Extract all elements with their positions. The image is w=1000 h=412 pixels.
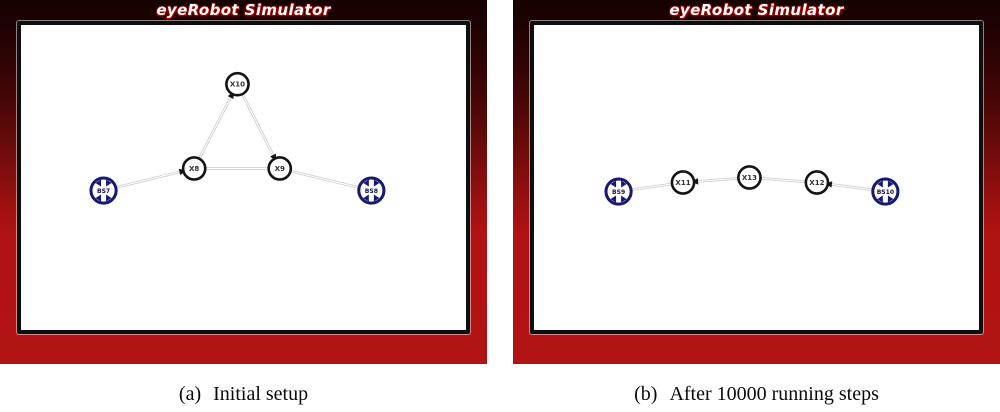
graph-edge-core bbox=[103, 167, 195, 192]
caption-a: (a) Initial setup bbox=[0, 382, 487, 406]
robot-node-X11[interactable]: X11 bbox=[670, 170, 696, 195]
caption-b-label: (b) bbox=[634, 383, 658, 405]
graph-edge-core bbox=[236, 83, 281, 169]
node-label: BS9 bbox=[612, 189, 625, 196]
base-station-node-BS7[interactable]: BS7 bbox=[89, 176, 118, 205]
robot-node-X12[interactable]: X12 bbox=[804, 170, 830, 195]
node-label: X13 bbox=[742, 173, 757, 182]
robot-node-X13[interactable]: X13 bbox=[737, 165, 762, 190]
window-title: eyeRobot Simulator bbox=[156, 1, 331, 19]
node-label: BS7 bbox=[97, 188, 110, 195]
antenna-wedge-icon bbox=[106, 194, 112, 202]
antenna-wedge-icon bbox=[887, 195, 894, 203]
node-label: X10 bbox=[230, 80, 245, 89]
antenna-wedge-icon bbox=[95, 194, 102, 202]
antenna-wedge-icon bbox=[610, 180, 617, 188]
node-label: BS10 bbox=[877, 189, 894, 196]
caption-a-label: (a) bbox=[178, 383, 202, 405]
antenna-wedge-icon bbox=[106, 179, 112, 187]
caption-b-text: After 10000 running steps bbox=[669, 383, 879, 405]
node-label: X9 bbox=[275, 164, 285, 173]
node-label: X11 bbox=[675, 178, 690, 187]
figure-captions: (a) Initial setup (b) After 10000 running … bbox=[0, 382, 1000, 406]
antenna-wedge-icon bbox=[373, 194, 380, 202]
graph-edge-core bbox=[279, 167, 372, 192]
antenna-wedge-icon bbox=[877, 195, 883, 203]
robot-node-X8[interactable]: X8 bbox=[181, 156, 207, 181]
antenna-wedge-icon bbox=[610, 195, 617, 203]
caption-b: (b) After 10000 running steps bbox=[513, 382, 1000, 406]
antenna-wedge-icon bbox=[621, 195, 627, 203]
node-label: BS8 bbox=[365, 188, 378, 195]
node-label: X12 bbox=[809, 178, 824, 187]
window-title: eyeRobot Simulator bbox=[669, 1, 844, 19]
base-station-node-BS9[interactable]: BS9 bbox=[604, 177, 633, 206]
antenna-wedge-icon bbox=[877, 180, 883, 188]
base-station-node-BS10[interactable]: BS10 bbox=[871, 177, 900, 206]
graph-edge-core bbox=[193, 83, 238, 169]
antenna-wedge-icon bbox=[887, 180, 894, 188]
robot-node-X10[interactable]: X10 bbox=[225, 71, 250, 97]
antenna-wedge-icon bbox=[95, 179, 102, 187]
robot-node-X9[interactable]: X9 bbox=[267, 156, 293, 181]
antenna-wedge-icon bbox=[363, 179, 369, 187]
antenna-wedge-icon bbox=[373, 179, 380, 187]
base-station-node-BS8[interactable]: BS8 bbox=[357, 176, 386, 205]
node-label: X8 bbox=[189, 164, 199, 173]
caption-a-text: Initial setup bbox=[213, 383, 309, 405]
antenna-wedge-icon bbox=[621, 180, 627, 188]
antenna-wedge-icon bbox=[363, 194, 369, 202]
